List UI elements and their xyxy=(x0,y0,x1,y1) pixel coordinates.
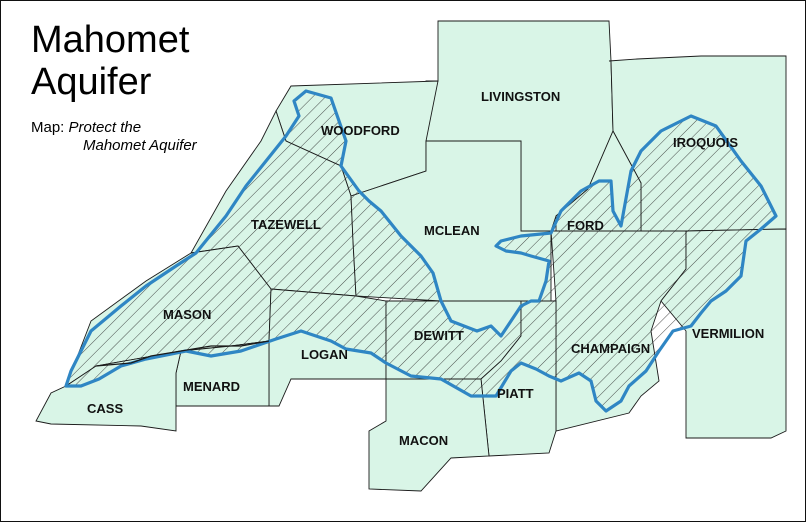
county-label-iroquois: IROQUOIS xyxy=(673,135,738,150)
county-label-mason: MASON xyxy=(163,307,211,322)
county-label-dewitt: DEWITT xyxy=(414,328,464,343)
county-label-vermilion: VERMILION xyxy=(692,326,764,341)
credit-source-line-1: Protect the xyxy=(68,119,142,136)
county-label-mclean: MCLEAN xyxy=(424,223,480,238)
aquifer-extent-outline xyxy=(64,89,778,413)
county-labels: WOODFORD LIVINGSTON IROQUOIS TAZEWELL MC… xyxy=(87,89,764,448)
credit-prefix: Map: xyxy=(31,119,69,136)
map-credit-line-2: Mahomet Aquifer xyxy=(83,137,197,154)
county-label-ford: FORD xyxy=(567,218,604,233)
map-title-line-1: Mahomet xyxy=(31,19,190,61)
county-label-cass: CASS xyxy=(87,401,123,416)
county-label-woodford: WOODFORD xyxy=(321,123,400,138)
river-boundary xyxy=(95,340,270,367)
county-label-logan: LOGAN xyxy=(301,347,348,362)
county-label-champaign: CHAMPAIGN xyxy=(571,341,650,356)
county-label-macon: MACON xyxy=(399,433,448,448)
county-label-tazewell: TAZEWELL xyxy=(251,217,321,232)
map-credit-line-1: Map: Protect the xyxy=(31,119,141,137)
county-label-livingston: LIVINGSTON xyxy=(481,89,560,104)
county-label-piatt: PIATT xyxy=(497,386,534,401)
county-shape-macon[interactable] xyxy=(368,378,490,492)
county-label-menard: MENARD xyxy=(183,379,240,394)
map-title-line-2: Aquifer xyxy=(31,61,152,103)
